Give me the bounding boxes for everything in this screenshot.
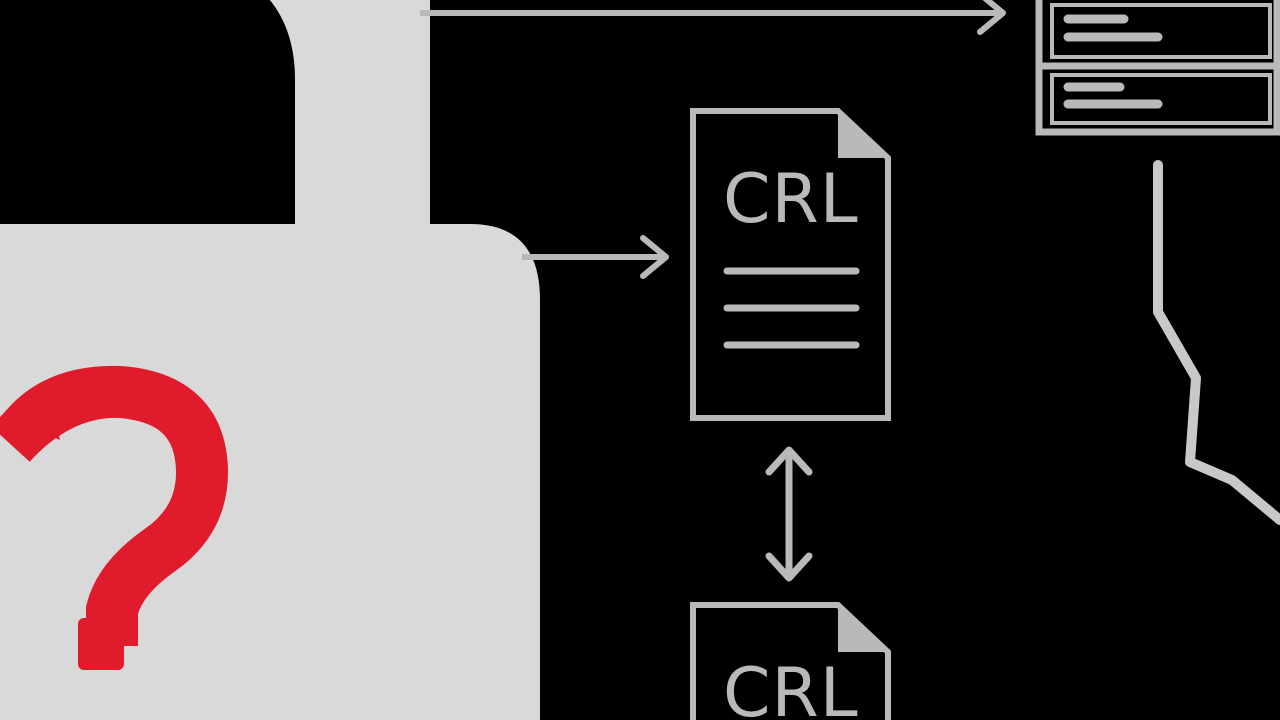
padlock-shackle-inner <box>0 0 280 230</box>
crl-document: CRL <box>690 602 891 720</box>
crl-document: CRL <box>690 108 891 421</box>
padlock-shackle <box>269 0 430 235</box>
arrow-to-card <box>420 0 1006 35</box>
document-fold <box>838 111 888 158</box>
document-icon <box>690 108 891 421</box>
crl-document-label: CRL <box>723 160 859 239</box>
crl-document-label: CRL <box>723 654 859 720</box>
arrow-to-crl <box>522 235 669 279</box>
broken-connection-line <box>1153 160 1280 525</box>
double-arrow <box>765 446 813 582</box>
question-mark-icon <box>0 365 228 670</box>
document-fold <box>838 605 888 652</box>
list-card-icon <box>1035 0 1280 136</box>
